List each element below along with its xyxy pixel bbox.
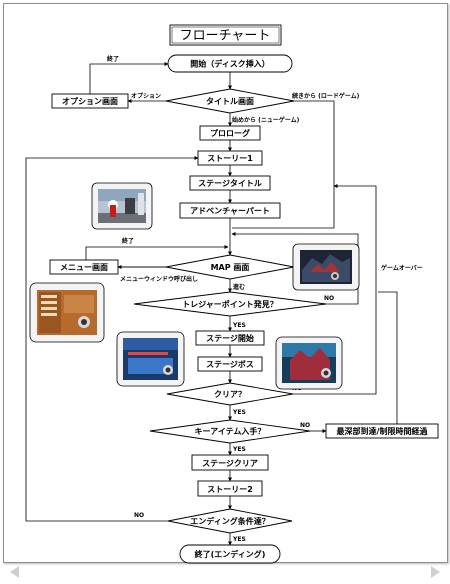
edge-label-no-3: NO (300, 422, 310, 429)
node-story2-label: ストーリー2 (207, 485, 253, 494)
node-title-screen (165, 88, 295, 114)
edge-label-yes-2: YES (232, 409, 246, 416)
node-ending-cond (167, 508, 293, 534)
node-map-screen-label: MAP 画面 (211, 263, 250, 272)
node-option-screen-label: オプション画面 (62, 96, 118, 106)
thumbnail-stage-start (116, 331, 185, 387)
node-treasure-point (133, 291, 327, 317)
node-clear-label: クリア？ (214, 389, 246, 399)
node-adventure-part (179, 202, 281, 219)
node-stage-clear (191, 454, 269, 471)
node-stage-clear-label: ステージクリア (202, 458, 258, 468)
node-key-item-label: キーアイテム入手？ (195, 426, 266, 436)
edge-label-menu-call: メニューウィンドウ呼び出し (120, 275, 198, 283)
node-title-screen-label: タイトル画面 (206, 96, 254, 106)
edge-label-yes-4: YES (232, 536, 246, 543)
edge-label-new-game: 始めから (ニューゲーム) (232, 116, 300, 124)
edge-label-option: オプション (131, 92, 161, 100)
node-menu-screen (49, 259, 119, 275)
connectors (25, 62, 398, 546)
edge-label-end-top: 終了 (107, 55, 119, 63)
node-deepest-reached (325, 423, 439, 439)
node-map-screen (165, 254, 295, 280)
node-stage-boss (197, 356, 263, 372)
node-stage-title-label: ステージタイトル (198, 178, 262, 188)
node-key-item (149, 419, 311, 444)
node-stage-title (189, 175, 271, 191)
node-deepest-reached-label: 最深部到達/制限時間経過 (337, 426, 429, 436)
node-option-screen (51, 93, 129, 109)
node-story1 (197, 150, 263, 166)
node-start (167, 54, 293, 73)
edge-label-game-over: ゲームオーバー (381, 264, 423, 272)
next-page-arrow-icon[interactable] (431, 566, 440, 578)
edge-label-yes-3: YES (232, 446, 246, 453)
node-stage-start-label: ステージ開始 (206, 333, 254, 343)
thumbnail-menu (29, 282, 105, 343)
previous-page-arrow-icon[interactable] (10, 566, 19, 578)
edge-label-progress: 進む (233, 283, 245, 291)
node-start-label: 開始（ディスク挿入） (190, 59, 269, 69)
edge-label-continue: 続きから (ロードゲーム) (292, 92, 360, 100)
node-story2 (197, 480, 263, 497)
node-menu-screen-label: メニュー画面 (60, 263, 108, 272)
edge-label-no-4: NO (134, 512, 144, 519)
node-prologue (199, 125, 261, 141)
node-stage-boss-label: ステージボス (206, 359, 254, 369)
thumbnail-stage-boss (275, 336, 343, 390)
node-ending-cond-label: エンディング条件達？ (190, 516, 269, 526)
page-title: フローチャート (180, 29, 271, 44)
title-box: フローチャート (169, 24, 282, 46)
edge-label-yes-1: YES (232, 322, 246, 329)
node-story1-label: ストーリー1 (207, 154, 253, 163)
thumbnail-adventure (91, 182, 153, 230)
node-end-label: 終了(エンディング) (195, 549, 266, 559)
node-adventure-part-label: アドベンチャーパート (190, 206, 270, 216)
node-clear (166, 382, 294, 406)
thumbnail-map (292, 243, 360, 291)
node-treasure-point-label: トレジャーポイント発見？ (182, 299, 278, 309)
edge-label-no-1: NO (324, 295, 334, 302)
node-stage-start (195, 330, 265, 346)
edge-label-end-map: 終了 (122, 237, 134, 245)
node-prologue-label: プロローグ (210, 128, 250, 138)
node-end (179, 544, 281, 564)
